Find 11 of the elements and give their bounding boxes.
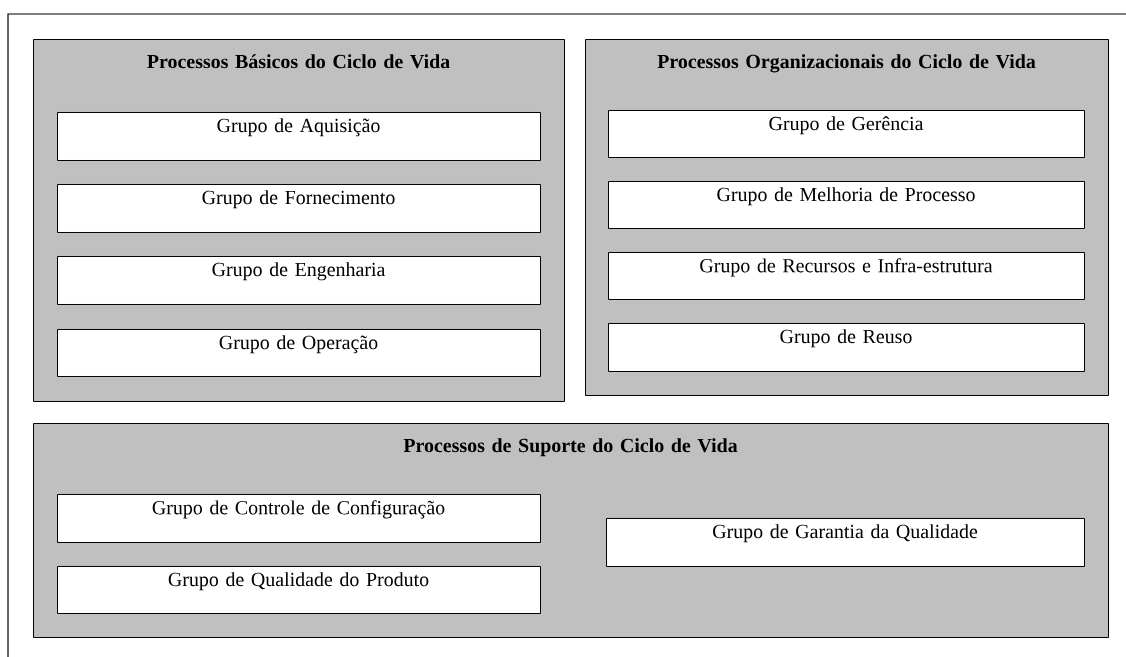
group-box: Grupo de Qualidade do Produto — [57, 566, 541, 614]
group-box: Grupo de Controle de Configuração — [57, 494, 541, 543]
group-box: Grupo de Garantia da Qualidade — [606, 518, 1085, 567]
group-box: Grupo de Operação — [57, 329, 541, 377]
group-box: Grupo de Fornecimento — [57, 184, 541, 233]
group-box: Grupo de Melhoria de Processo — [608, 181, 1085, 229]
group-box: Grupo de Recursos e Infra-estrutura — [608, 252, 1085, 300]
group-box: Grupo de Aquisição — [57, 112, 541, 161]
group-box: Grupo de Engenharia — [57, 256, 541, 305]
group-box: Grupo de Reuso — [608, 323, 1085, 372]
group-box: Grupo de Gerência — [608, 110, 1085, 158]
